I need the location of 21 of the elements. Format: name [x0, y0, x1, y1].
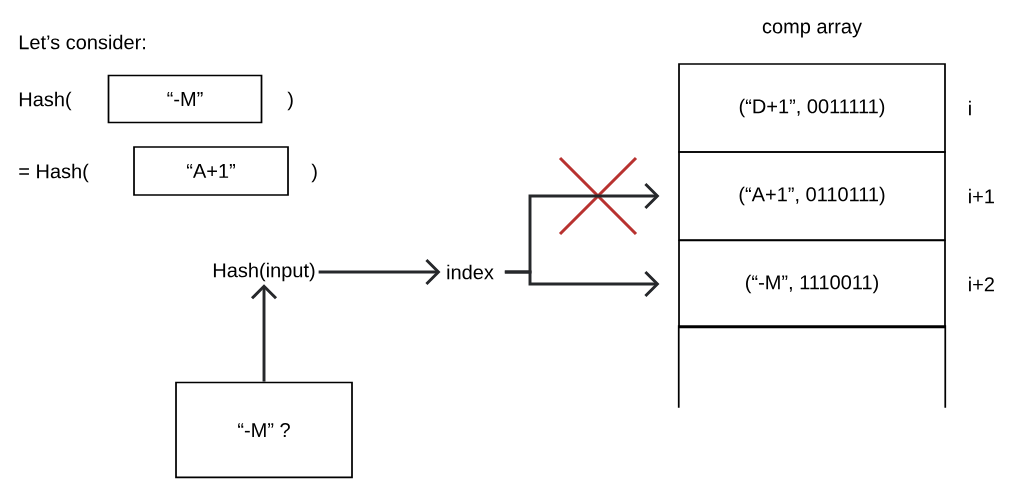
label-text: Let’s consider:: [19, 34, 145, 50]
input-box: “-M” ?: [175, 381, 353, 479]
index-label: i: [969, 100, 971, 116]
arrow: [250, 284, 278, 382]
heading: comp array: [762, 22, 862, 38]
array-cell: [677, 325, 947, 409]
arrow: [318, 258, 441, 286]
array-cell: (“A+1”, 0110111): [678, 151, 946, 241]
arrow: [504, 270, 660, 298]
input-box: “A+1”: [133, 146, 289, 196]
label-text: Hash(: [19, 91, 72, 111]
label-text: ): [287, 91, 293, 111]
input-box: “-M”: [107, 74, 263, 124]
label-text: = Hash(: [19, 163, 89, 183]
array-cell: (“-M”, 1110011): [678, 239, 946, 329]
index-label: i+1: [969, 188, 994, 204]
node-text: index: [447, 264, 494, 280]
label-text: ): [311, 163, 317, 183]
array-cell: (“D+1”, 0011111): [678, 63, 946, 153]
index-label: i+2: [969, 276, 994, 292]
node-text: Hash(input): [213, 262, 315, 282]
